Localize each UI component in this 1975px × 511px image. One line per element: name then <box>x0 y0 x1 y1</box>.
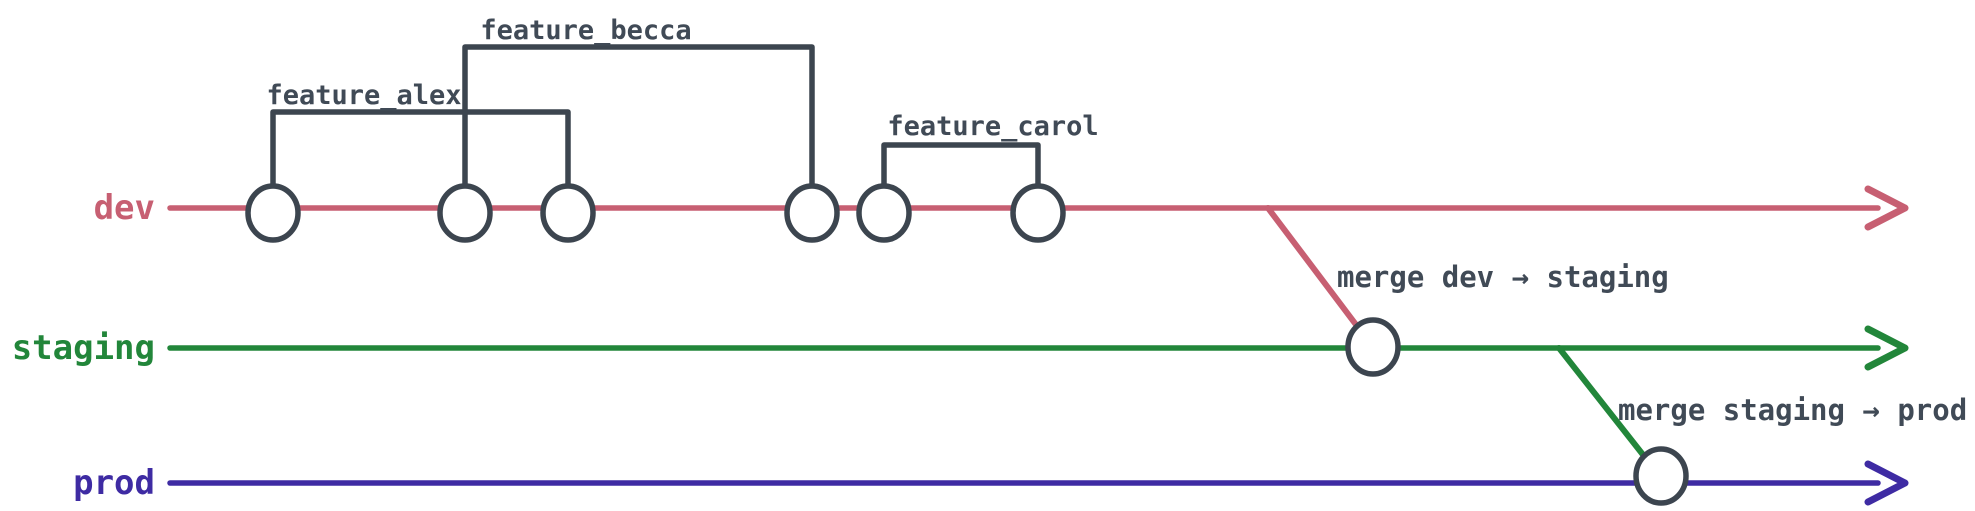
merge-edge-dev-to-staging <box>1265 205 1360 329</box>
merge-edge-staging-to-prod <box>1556 345 1647 459</box>
dev-commit-6 <box>1010 183 1066 243</box>
feature-carol-label: feature_carol <box>887 111 1098 142</box>
feature-carol-bracket <box>881 142 1041 191</box>
staging-arrowhead-icon <box>1864 325 1909 371</box>
staging-merge-commit <box>1345 317 1401 377</box>
merge-staging-prod-label: merge staging → prod <box>1618 393 1967 427</box>
dev-commit-5 <box>856 183 912 243</box>
merge-dev-staging-label: merge dev → staging <box>1337 260 1669 294</box>
dev-arrowhead-icon <box>1864 185 1909 231</box>
dev-commit-4 <box>784 183 840 243</box>
dev-commit-3 <box>540 183 596 243</box>
feature-becca-label: feature_becca <box>480 15 691 46</box>
dev-commit-2 <box>437 183 493 243</box>
branch-label-staging: staging <box>12 328 155 368</box>
prod-arrowhead-icon <box>1864 460 1909 506</box>
feature-alex-label: feature_alex <box>266 80 461 111</box>
branch-label-prod: prod <box>73 463 155 503</box>
dev-commit-1 <box>245 183 301 243</box>
feature-alex-bracket <box>270 109 571 191</box>
prod-merge-commit <box>1633 446 1689 506</box>
branch-label-dev: dev <box>94 188 155 228</box>
feature-becca-bracket <box>462 44 815 191</box>
